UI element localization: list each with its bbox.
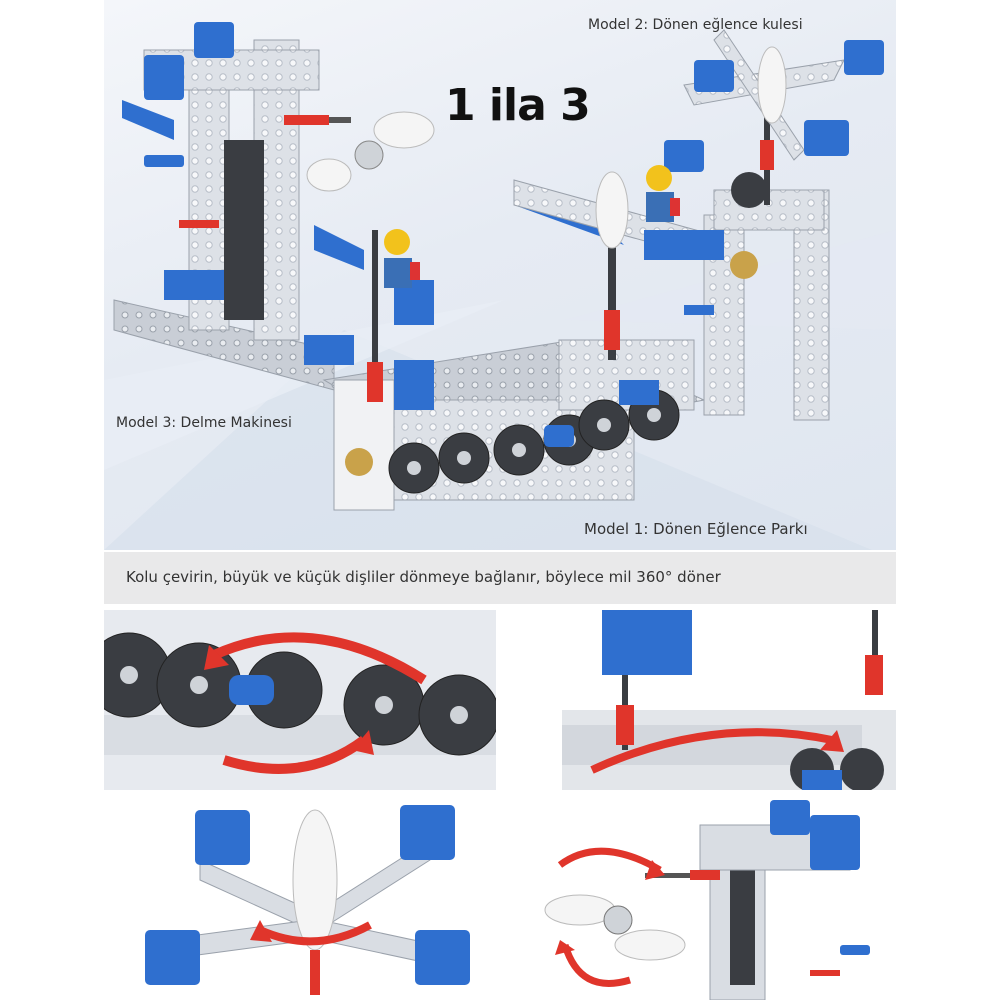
hero-illustration: Model 2: Dönen eğlence kulesi 1 ila 3 Mo… xyxy=(104,0,896,550)
detail-shaft-base xyxy=(562,610,896,790)
model-2-label: Model 2: Dönen eğlence kulesi xyxy=(588,17,803,33)
spinning-arms-art xyxy=(140,800,490,1000)
drill-head-art xyxy=(540,795,896,1000)
caption-text: Kolu çevirin, büyük ve küçük dişliler dö… xyxy=(126,568,721,586)
spinning-tower-model xyxy=(664,29,884,421)
middle-ride xyxy=(513,165,724,360)
title-range: 1 ila 3 xyxy=(445,80,591,131)
amusement-park-base xyxy=(322,339,706,511)
detail-gear-train xyxy=(104,610,496,790)
model-3-label: Model 3: Delme Makinesi xyxy=(116,415,292,431)
model-1-label: Model 1: Dönen Eğlence Parkı xyxy=(584,520,808,538)
small-ride xyxy=(314,225,434,402)
gear-train-art xyxy=(104,610,496,790)
drill-machine-model xyxy=(113,22,435,391)
assembled-models-art xyxy=(104,22,896,550)
caption-band: Kolu çevirin, büyük ve küçük dişliler dö… xyxy=(104,552,896,604)
detail-spinning-arms xyxy=(140,800,490,1000)
detail-drill-head xyxy=(540,795,896,1000)
shaft-base-art xyxy=(562,610,896,790)
